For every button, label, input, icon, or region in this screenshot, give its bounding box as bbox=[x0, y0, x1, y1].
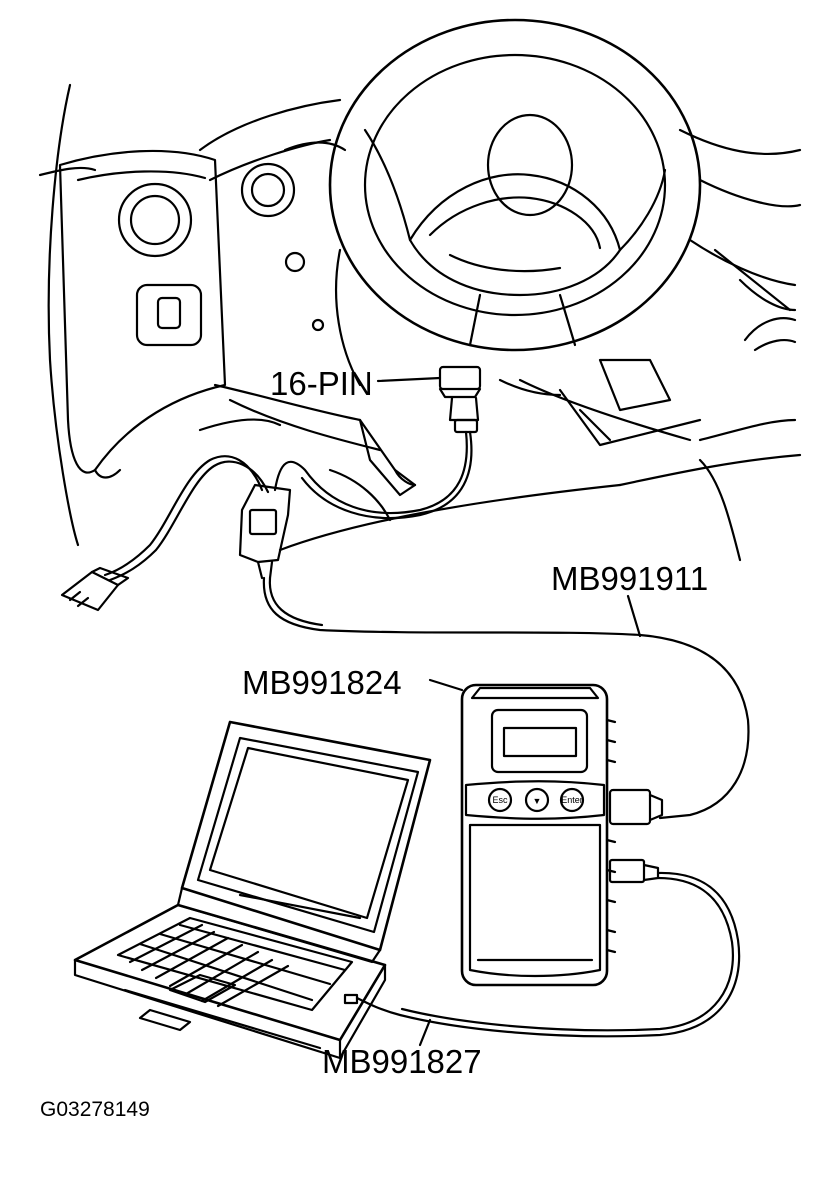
vehicle-dashboard bbox=[38, 83, 802, 562]
mb991824-leader-line bbox=[428, 678, 464, 692]
device-buttons bbox=[487, 787, 585, 813]
16-pin-leader-line bbox=[376, 376, 442, 383]
label-mb991827: MB991827 bbox=[322, 1043, 482, 1080]
mb991911-leader-line bbox=[626, 594, 642, 638]
mb991824-interface bbox=[460, 683, 664, 987]
label-16-pin: 16-PIN bbox=[270, 365, 373, 402]
esc-button[interactable] bbox=[487, 787, 513, 813]
esc-button-label: Esc bbox=[492, 795, 508, 805]
label-mb991911: MB991911 bbox=[551, 560, 709, 597]
mb991827-leader-line bbox=[418, 1018, 432, 1047]
figure-id: G03278149 bbox=[40, 1098, 150, 1121]
arrow-button[interactable] bbox=[524, 787, 550, 813]
label-mb991824: MB991824 bbox=[242, 664, 402, 701]
steering-wheel bbox=[328, 18, 702, 352]
enter-button-label: Enter bbox=[561, 795, 583, 805]
mb991827-cable bbox=[355, 871, 741, 1038]
arrow-button-label: ▼ bbox=[533, 796, 542, 806]
enter-button[interactable] bbox=[559, 787, 585, 813]
mb991911-cable bbox=[60, 430, 750, 820]
laptop-computer bbox=[73, 720, 432, 1060]
16-pin-connector bbox=[438, 365, 482, 434]
